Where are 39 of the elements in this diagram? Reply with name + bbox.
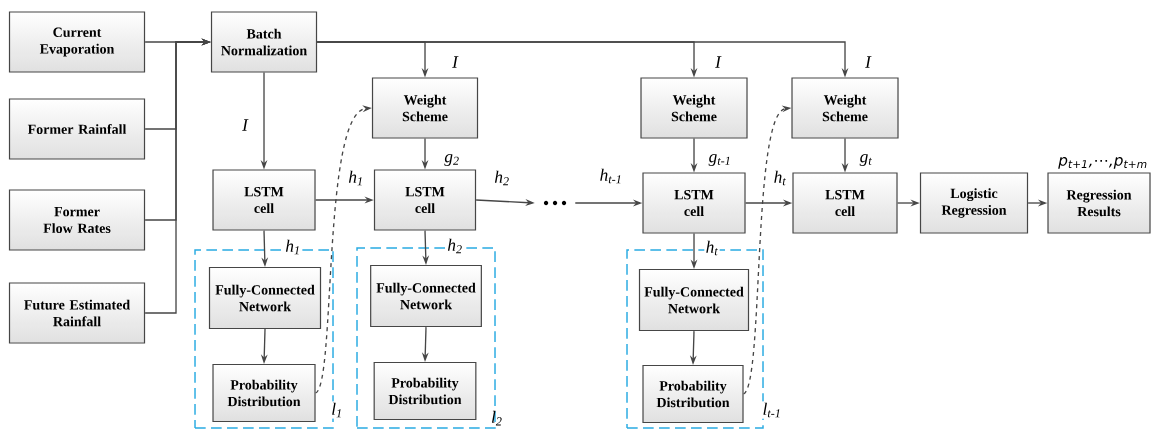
process-box: Former Flow Rates <box>8 189 146 251</box>
edge-label: l$_{1}$ <box>329 401 345 419</box>
process-box: LSTM cell <box>212 169 316 231</box>
process-box: Probability Distribution <box>212 363 316 423</box>
process-box: Fully-Connected Network <box>208 266 322 330</box>
process-box: Weight Scheme <box>791 77 899 139</box>
process-box: Regression Results <box>1047 172 1151 234</box>
ellipsis-text: … <box>543 200 567 206</box>
edge-label: I <box>863 55 873 69</box>
process-box: Former Rainfall <box>8 98 146 160</box>
process-box: Logistic Regression <box>919 172 1029 234</box>
edge-label: g$_{t}$ <box>858 152 874 168</box>
process-box: Fully-Connected Network <box>638 268 750 332</box>
edge-label: g$_{2}$ <box>443 152 462 168</box>
edge-label: I <box>240 118 250 132</box>
process-box: Current Evaporation <box>8 11 146 73</box>
process-box: Future Estimated Rainfall <box>8 282 146 344</box>
process-box: Probability Distribution <box>642 364 744 424</box>
process-box: Weight Scheme <box>371 77 479 139</box>
edge-label: h$_{1}$ <box>284 238 303 256</box>
process-box: Weight Scheme <box>640 77 748 139</box>
process-box: LSTM cell <box>373 169 477 231</box>
edge-label: h$_{t}$ <box>704 239 720 257</box>
process-box: Batch Normalization <box>210 11 318 73</box>
edge-label: h$_{1}$ <box>347 169 366 187</box>
edge-label: h$_{2}$ <box>492 169 512 187</box>
process-box: LSTM cell <box>792 172 898 234</box>
process-box: LSTM cell <box>642 172 746 234</box>
edge-label: h$_{2}$ <box>446 237 465 255</box>
edge-label: I <box>713 55 723 69</box>
process-box: Fully-Connected Network <box>370 264 482 328</box>
edge-label: h$_{t-1}$ <box>598 167 624 185</box>
edge-label: g$_{t-1}$ <box>707 152 733 168</box>
edge-label: h$_{t}$ <box>772 169 788 187</box>
variable-label: l$_{2}$ <box>491 410 502 426</box>
variable-label: p$_{t+1}$,⋯,p$_{t+m}$ <box>1058 157 1147 169</box>
edge-label: l$_{t-1}$ <box>761 401 783 419</box>
process-box: Probability Distribution <box>373 361 477 421</box>
edge-label: I <box>450 55 460 69</box>
